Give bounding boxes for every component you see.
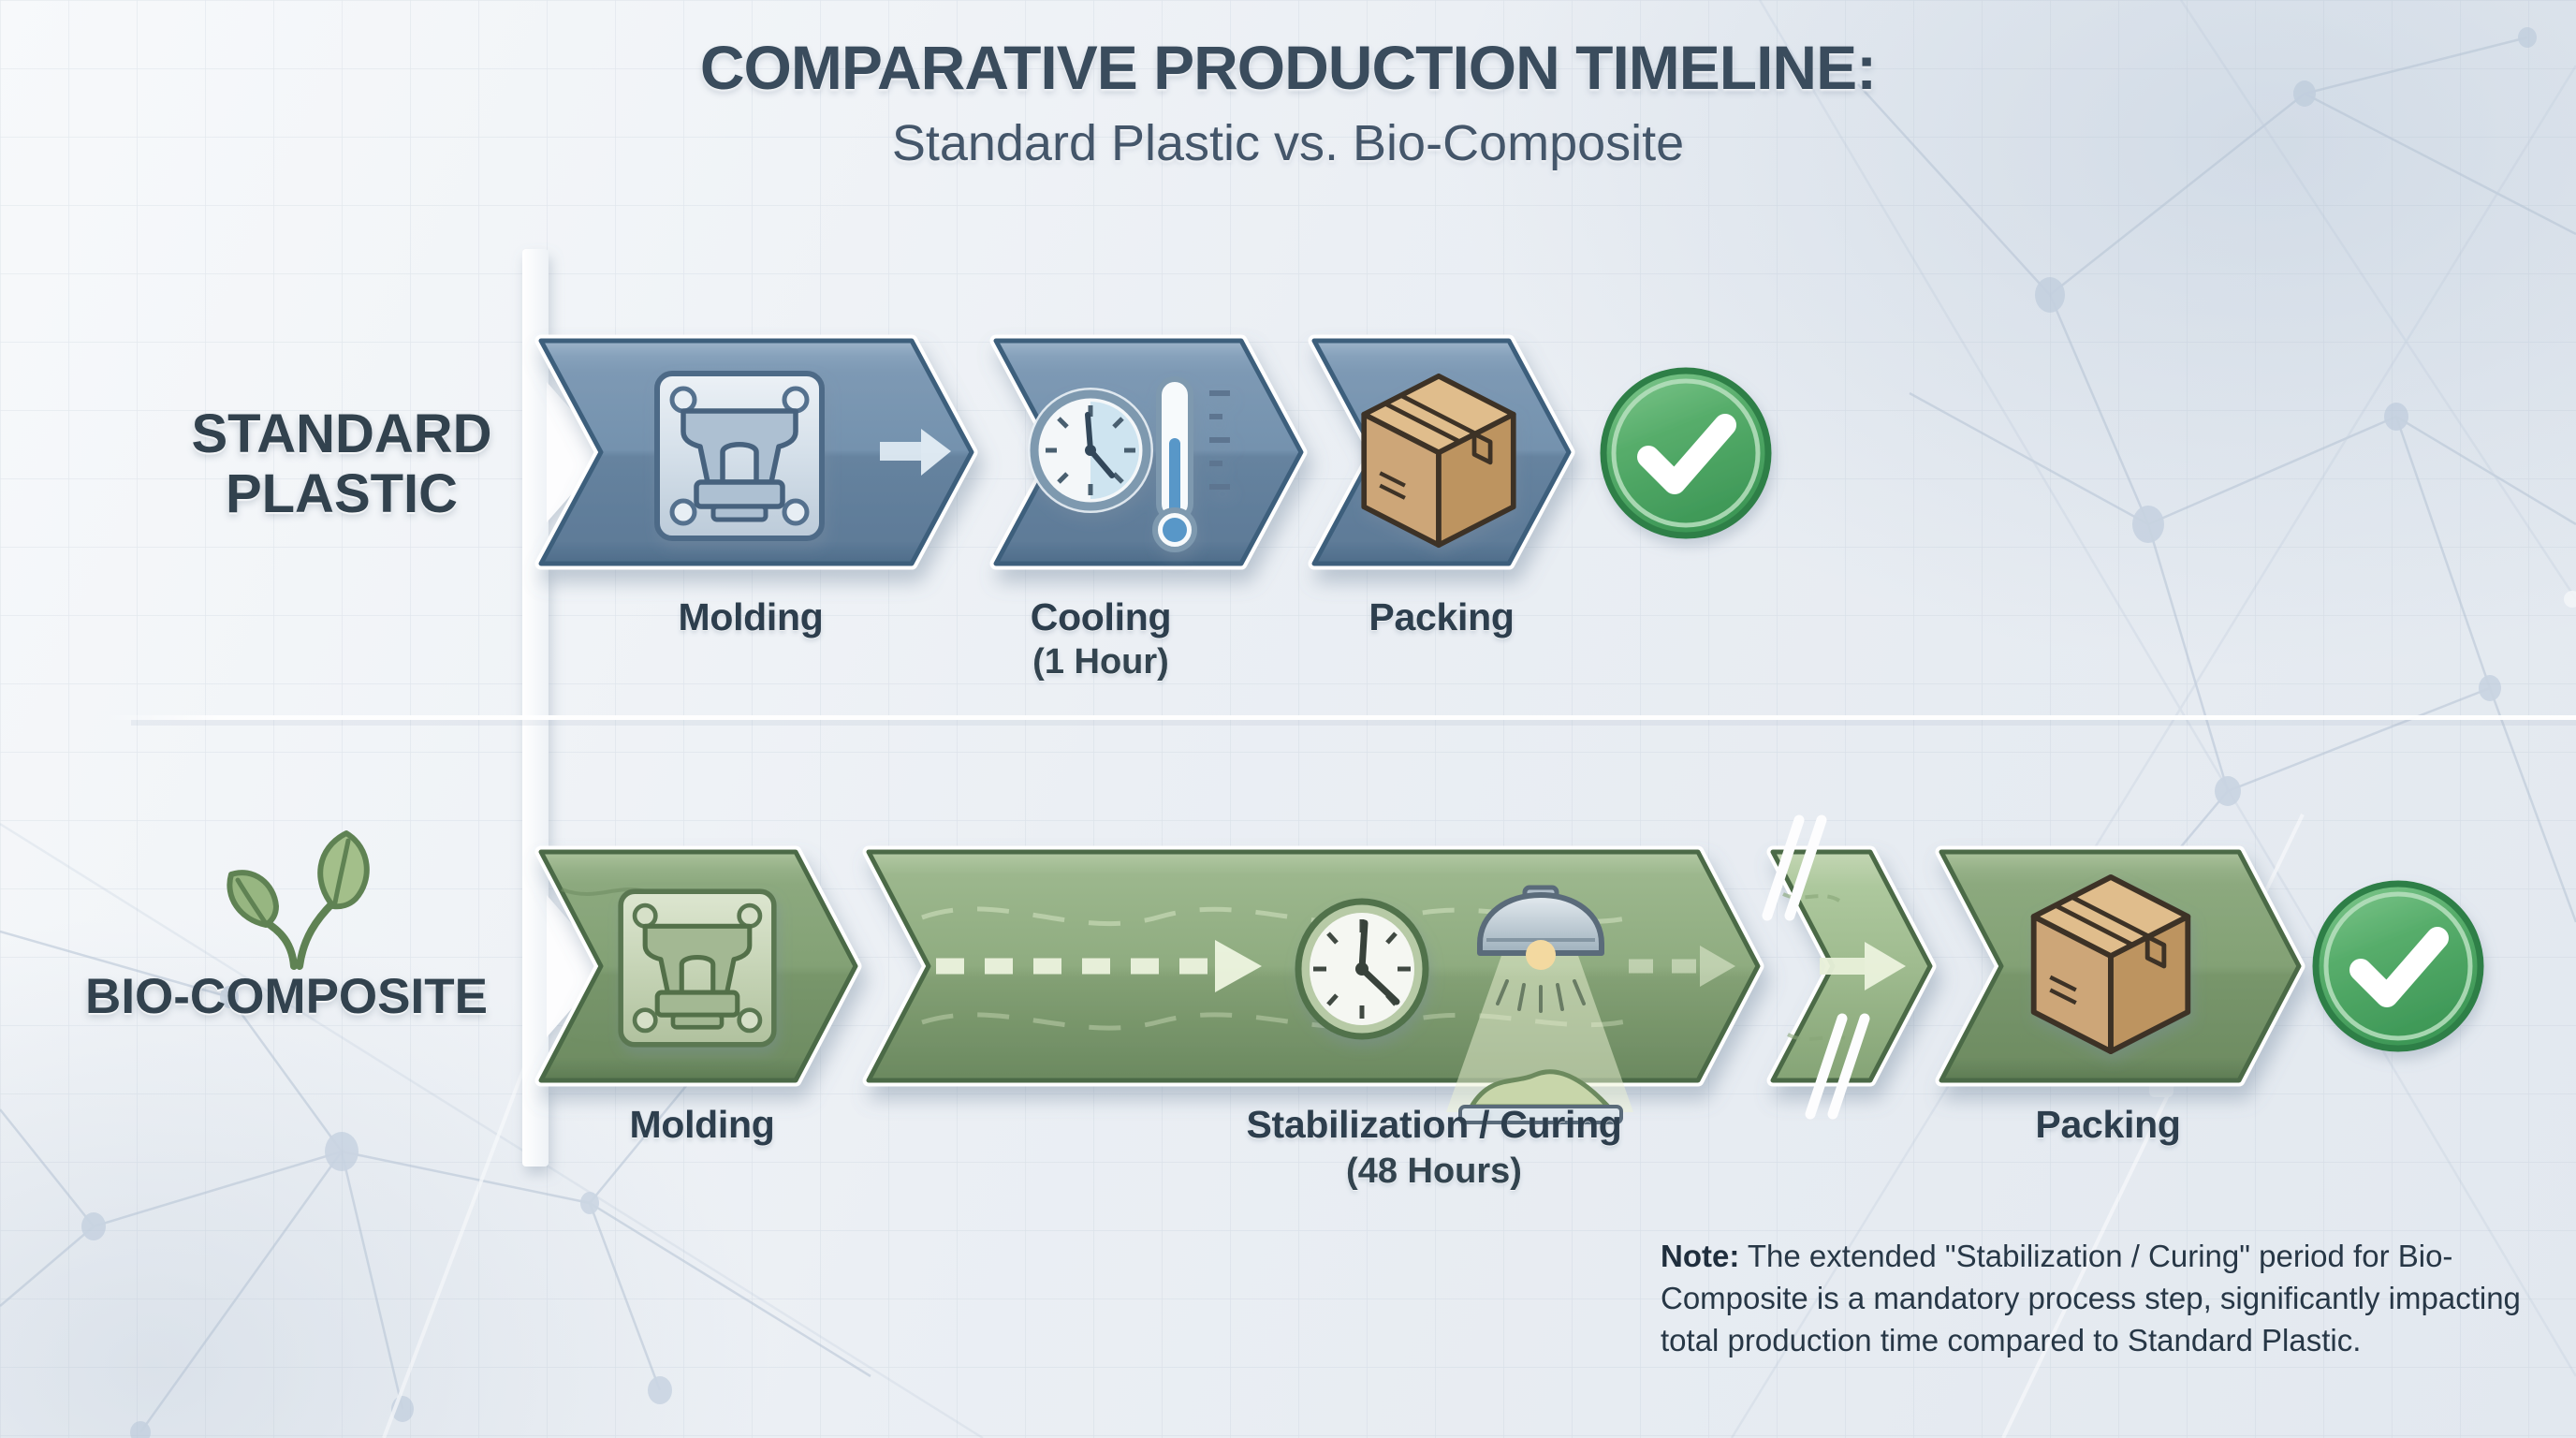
row-label-standard-plastic: STANDARD PLASTIC — [191, 404, 492, 524]
check-icon — [2312, 880, 2484, 1052]
page-title: COMPARATIVE PRODUCTION TIMELINE: — [699, 33, 1877, 102]
note-text: Note: The extended "Stabilization / Curi… — [1661, 1236, 2548, 1362]
step-label-packing: Packing — [1368, 595, 1515, 638]
dashed-arrow-faint-icon — [1629, 946, 1735, 987]
step-duration-cooling: (1 Hour) — [1032, 642, 1169, 682]
leaf-icon — [227, 830, 370, 970]
break-marks-icon — [1762, 814, 1870, 1120]
dashed-arrow-icon — [936, 940, 1262, 992]
clock-icon — [1295, 898, 1429, 1040]
box-icon — [2030, 873, 2191, 1055]
step-label-packing-bio: Packing — [2035, 1103, 2181, 1146]
divider-line — [103, 715, 2576, 720]
flow-arrow-icon — [880, 429, 951, 476]
step-label-cooling: Cooling — [1030, 595, 1172, 638]
mold-icon — [654, 371, 825, 541]
note-body: The extended "Stabilization / Curing" pe… — [1661, 1239, 2521, 1357]
step-label-stabilization: Stabilization / Curing — [1246, 1103, 1622, 1146]
step-label-molding: Molding — [678, 595, 824, 638]
step-label-molding-bio: Molding — [629, 1103, 775, 1146]
box-icon — [1361, 373, 1516, 549]
check-icon — [1600, 367, 1772, 539]
mold-icon — [618, 888, 777, 1048]
network-pattern-bottom-left — [0, 822, 984, 1438]
divider-shadow — [131, 720, 2576, 726]
note-label: Note: — [1661, 1239, 1740, 1273]
page-subtitle: Standard Plastic vs. Bio-Composite — [891, 115, 1685, 171]
timeline-ribbon — [522, 249, 608, 1167]
wavy-flow-line — [921, 906, 1639, 926]
step-duration-stabilization: (48 Hours) — [1346, 1152, 1522, 1191]
row-label-bio-composite: BIO-COMPOSITE — [85, 969, 488, 1024]
flow-arrow-icon — [1820, 942, 1906, 990]
wavy-flow-line — [921, 1012, 1639, 1031]
clock-thermometer-icon — [1028, 376, 1230, 552]
curing-lamp-icon — [1446, 885, 1633, 1124]
